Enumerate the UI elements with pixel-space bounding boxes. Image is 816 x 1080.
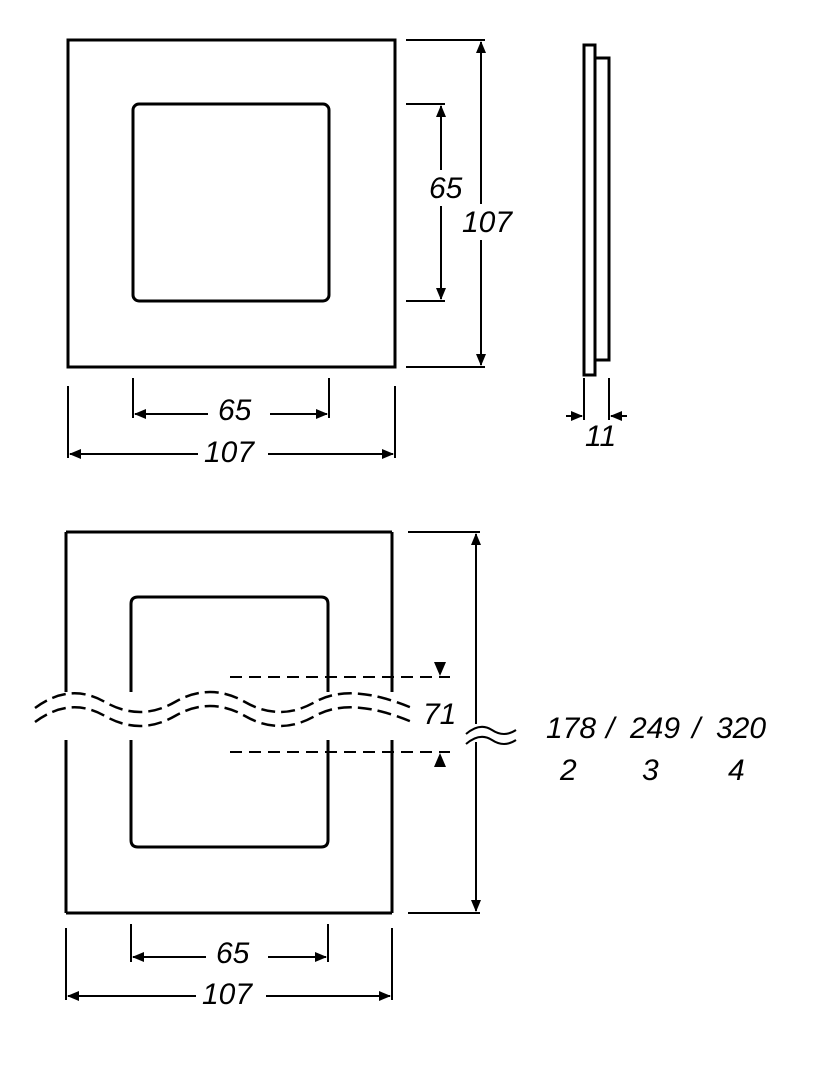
dim-outer-width: 107 — [202, 978, 253, 1011]
break-line-lower — [34, 704, 413, 728]
inner-opening — [131, 102, 331, 303]
multi-frame-front-view: 71 178 / 249 / 320 2 3 4 65 107 — [34, 530, 766, 1011]
dim-outer-width: 107 — [204, 436, 255, 469]
outer-frame — [66, 38, 397, 369]
dim-inner-height: 65 — [429, 172, 463, 205]
gang-count-3: 3 — [642, 754, 659, 787]
dim-depth: 11 — [585, 420, 616, 453]
inner-opening-upper — [129, 595, 330, 692]
single-frame-front-view: 65 107 65 107 — [66, 38, 518, 469]
side-frame-insert — [593, 56, 611, 362]
dim-outer-height: 107 — [462, 206, 513, 239]
side-view: 11 — [566, 43, 627, 453]
dim-break-symbol-upper — [465, 725, 517, 735]
separator-2: / — [690, 712, 703, 745]
length-options: 178 / 249 / 320 2 3 4 — [546, 712, 766, 787]
gang-count-2: 2 — [559, 754, 577, 787]
dim-inner-width: 65 — [216, 937, 250, 970]
inner-opening-lower — [129, 740, 330, 849]
dim-inner-width: 65 — [218, 394, 252, 427]
length-option-2: 178 — [546, 712, 596, 745]
length-option-4: 320 — [716, 712, 766, 745]
length-option-3: 249 — [629, 712, 680, 745]
dim-break-symbol-lower — [465, 735, 517, 745]
gap-arrow-top — [434, 662, 446, 676]
break-line-upper — [34, 690, 413, 714]
dim-gap: 71 — [423, 698, 456, 731]
gang-count-4: 4 — [728, 754, 745, 787]
separator-1: / — [604, 712, 617, 745]
side-frame-plate — [582, 43, 597, 377]
gap-arrow-bottom — [434, 753, 446, 767]
